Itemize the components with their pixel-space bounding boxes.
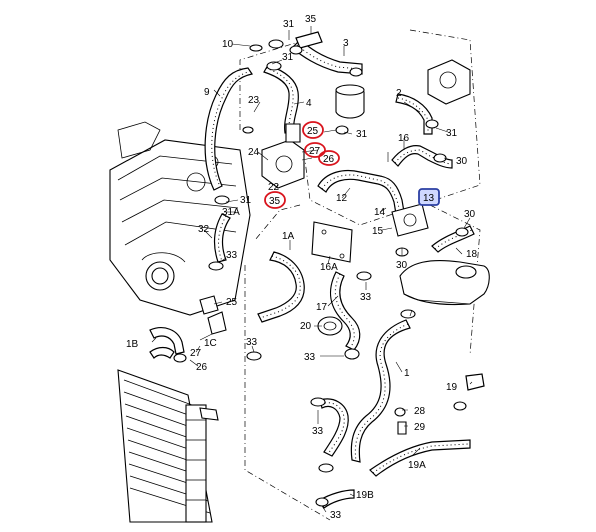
radiator [117,369,219,523]
hose-1A [257,251,305,323]
highlight-markers [264,121,440,209]
label-20: 20 [300,321,312,332]
label-13: 13 [423,193,435,204]
flange-16A [311,221,353,263]
hose-17 [329,271,361,351]
label-17: 17 [316,302,328,313]
label-14: 14 [374,207,386,218]
label-9: 9 [204,87,210,98]
label-33: 33 [312,426,324,437]
label-15: 15 [372,226,384,237]
hose-19B [319,489,355,509]
hose-1B [149,327,185,359]
label-31: 31 [282,52,294,63]
label-30: 30 [396,260,408,271]
label-10: 10 [222,39,234,50]
highlight-27 [304,142,326,158]
label-28: 28 [414,406,426,417]
label-16A: 16A [320,262,338,273]
label-33: 33 [226,250,238,261]
hose-9 [204,67,253,191]
label-33: 33 [304,352,316,363]
expansion-tank [399,259,490,306]
label-3: 3 [343,38,349,49]
hose-19 [465,373,485,391]
label-1: 1 [404,368,410,379]
label-22: 22 [268,182,280,193]
leader-lines [151,26,473,513]
label-24: 24 [248,147,260,158]
label-35: 35 [305,14,317,25]
hose-16 [391,145,453,169]
label-1C: 1C [204,338,217,349]
label-26: 26 [196,362,208,373]
label-30: 30 [456,156,468,167]
label-2: 2 [396,88,402,99]
highlight-13 [418,188,440,206]
label-23: 23 [248,95,260,106]
label-31: 31 [283,19,295,30]
label-19A: 19A [408,460,426,471]
hose-2 [395,93,433,135]
highlight-26 [318,150,340,166]
label-4: 4 [306,98,312,109]
part-labels: 31 35 3 10 31 9 23 4 25 31 27 26 24 22 3… [126,14,478,521]
highlight-25 [302,121,324,139]
label-27: 27 [190,348,202,359]
label-33: 33 [330,510,342,521]
label-1B: 1B [126,339,139,350]
label-25: 25 [307,126,319,137]
label-35: 35 [269,196,281,207]
label-26: 26 [323,154,335,165]
label-33: 33 [360,292,372,303]
label-32: 32 [198,224,210,235]
label-18: 18 [466,249,478,260]
thermostat-housing [261,123,305,189]
coolant-reservoir-cap [335,84,365,119]
heater-valve [427,59,471,105]
highlight-35 [264,191,286,209]
hose-32 [213,213,231,263]
sensor-25 [199,295,219,315]
label-31: 31 [356,129,368,140]
label-19B: 19B [356,490,374,501]
label-19: 19 [446,382,458,393]
label-25: 25 [226,297,238,308]
label-30: 30 [464,209,476,220]
label-33: 33 [246,337,258,348]
label-31: 31 [240,195,252,206]
label-12: 12 [336,193,348,204]
label-27: 27 [309,146,321,157]
label-31A: 31A [222,207,240,218]
label-29: 29 [414,422,426,433]
hose-1 [319,319,411,463]
hose-19A [369,439,471,477]
label-16: 16 [398,133,410,144]
label-31: 31 [446,128,458,139]
sensor-1C [207,311,227,335]
hose-12 [317,169,405,215]
label-1A: 1A [282,231,295,242]
pipe-assembly-14 [391,203,429,237]
hose-35-top [295,31,323,49]
hose-4 [263,64,299,134]
